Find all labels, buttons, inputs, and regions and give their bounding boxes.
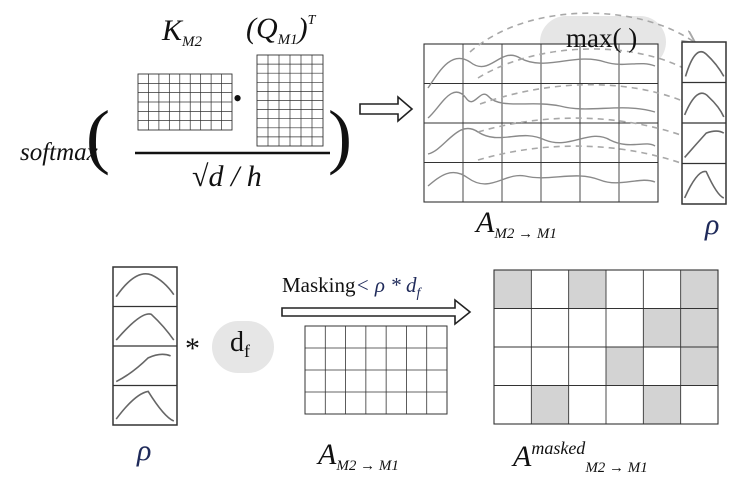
rho-bottom-curve-1 [115,313,175,341]
attention-row-curve-2 [427,127,656,155]
attention-row-curve-0 [427,54,656,89]
attention-row-curve-1 [427,91,656,119]
masking-label: Masking< ρ * df [282,273,421,301]
masked-attention-label: AmaskedM2 → M1 [513,438,648,476]
masked-cell-shaded [568,270,606,309]
rho-bottom-curve-3 [115,390,175,422]
rho-top-curve-3 [683,170,725,199]
max-label: max( ) [566,23,638,53]
rho-label-top: ρ [705,208,720,241]
rho-label-bottom: ρ [137,434,152,467]
paren-right: ) [328,96,352,176]
df-label: df [230,327,250,361]
paren-left: ( [86,96,110,176]
rho-bottom-curve-2 [115,353,171,383]
rho-top-curve-2 [684,130,725,158]
masked-cell-shaded [643,385,681,424]
query-label: (QM1)T [246,12,316,48]
query-matrix-grid [256,54,324,147]
masked-cell-shaded [680,270,718,309]
dashed-arrow-1 [477,48,694,79]
masked-cell-shaded [680,308,718,347]
dot-product-symbol: • [233,84,243,113]
multiply-symbol: * [185,332,200,365]
masked-attention-matrix [493,269,719,425]
attention-matrix-bottom [304,325,448,415]
masked-cell-shaded [680,347,718,386]
df-bubble [212,321,274,373]
key-matrix-grid [137,73,233,131]
key-label: KM2 [162,14,203,50]
masked-cell-shaded [643,308,681,347]
rho-top-curve-1 [683,92,725,118]
attention-row-curve-3 [427,171,656,187]
attention-matrix-top [423,43,659,203]
denominator: √d / h [192,160,262,193]
dashed-arrow-0 [469,12,694,53]
attention-label-top: AM2 → M1 [476,206,557,242]
masked-cell-shaded [494,270,532,309]
masked-cell-shaded [531,385,569,424]
masked-cell-shaded [606,347,644,386]
rho-top-curve-0 [684,50,725,77]
hollow-arrow-top [359,95,414,123]
rho-bottom-curve-0 [115,273,175,298]
softmax-label: softmax [20,139,98,166]
max-dashed-arrows [469,12,694,168]
attention-label-bottom: AM2 → M1 [318,438,399,474]
rho-column-bottom [112,266,178,426]
rho-column-top [681,41,727,205]
masking-arrow [281,298,472,326]
